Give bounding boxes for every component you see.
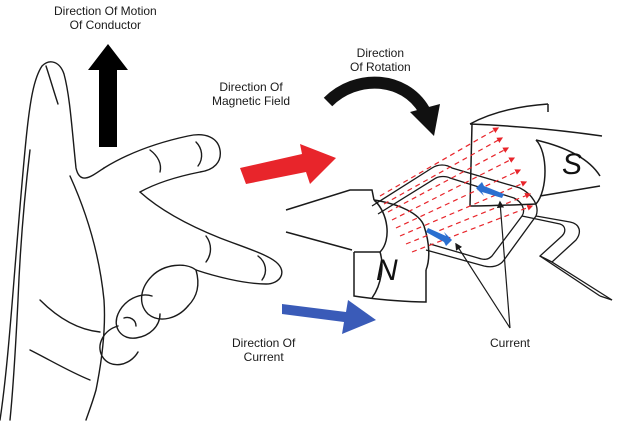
label-direction-of-current: Direction Of Current <box>232 336 295 364</box>
label-current-dir-line1: Direction Of <box>232 336 296 350</box>
label-motion-of-conductor: Direction Of Motion Of Conductor <box>54 4 157 32</box>
label-field-line2: Magnetic Field <box>212 94 291 108</box>
current-pointer-lines <box>455 200 511 329</box>
label-field-line1: Direction Of <box>219 80 283 94</box>
field-arrow <box>240 144 336 184</box>
label-rotation: Direction Of Rotation <box>350 46 411 74</box>
field-lines <box>379 127 534 253</box>
label-motion-line2: Of Conductor <box>69 18 142 32</box>
label-current: Current <box>490 336 531 350</box>
north-pole-label: N <box>376 254 398 287</box>
rotation-arrow <box>323 76 440 136</box>
label-magnetic-field: Direction Of Magnetic Field <box>212 80 290 108</box>
label-current-dir-line2: Current <box>243 350 284 364</box>
label-motion-line1: Direction Of Motion <box>54 4 157 18</box>
current-arrow <box>282 300 376 334</box>
conductor-loop <box>371 164 613 301</box>
label-rotation-line2: Of Rotation <box>350 60 411 74</box>
small-current-arrows <box>426 182 504 246</box>
label-rotation-line1: Direction <box>356 46 405 60</box>
motion-arrow <box>88 44 128 147</box>
north-magnet <box>285 189 430 303</box>
left-hand <box>0 61 283 421</box>
south-pole-label: S <box>562 148 583 181</box>
